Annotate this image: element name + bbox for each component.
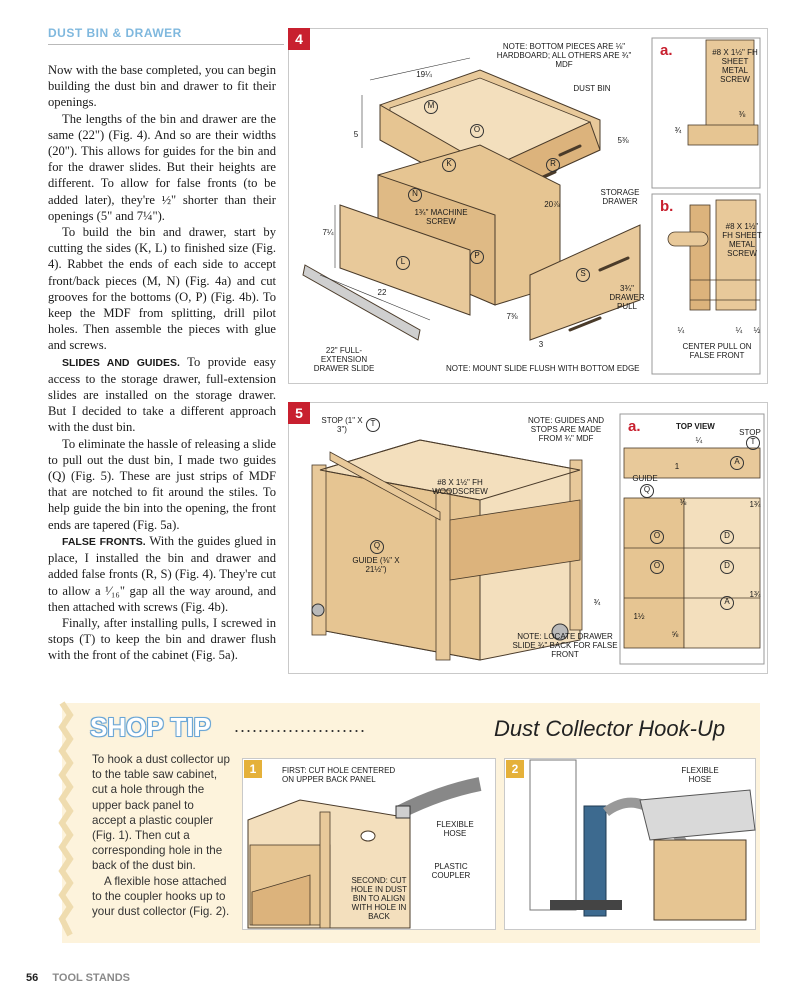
part-label: T bbox=[746, 436, 760, 450]
fig4-inset-b-note: CENTER PULL ON FALSE FRONT bbox=[682, 342, 752, 360]
dimension-label: 1¾ bbox=[749, 500, 761, 509]
fig5-note: NOTE: GUIDES AND STOPS ARE MADE FROM ¾" … bbox=[527, 416, 604, 443]
fig5-label-woodscrew: #8 x 1½" Fh WOODSCREW bbox=[432, 478, 488, 496]
fig4-inset-b-screw: #8 x 1½" Fh SHEET METAL SCREW bbox=[722, 222, 762, 258]
fig5-note-bottom: NOTE: LOCATE DRAWER SLIDE ¾" BACK FOR FA… bbox=[512, 632, 618, 659]
dimension-label: ⅜ bbox=[679, 498, 687, 507]
fig4-inset-b-dim2: ¼ bbox=[735, 326, 743, 335]
fig4-inset-a-letter: a. bbox=[660, 42, 673, 59]
page-number: 56 bbox=[26, 972, 39, 984]
part-label: L bbox=[396, 256, 410, 270]
section-name: TOOL STANDS bbox=[52, 972, 130, 984]
dimension-label: 1½ bbox=[633, 612, 645, 621]
fig4-label-pull: 3¾" DRAWER PULL bbox=[609, 284, 645, 311]
shop-fig-1-second-note: SECOND: CUT HOLE IN DUST BIN TO ALIGN WI… bbox=[350, 876, 407, 921]
fig4-label-screw: 1¾" MACHINE SCREW bbox=[414, 208, 468, 226]
fig4-inset-a-dim2: ¾ bbox=[674, 126, 682, 135]
article-body: Now with the base completed, you can beg… bbox=[48, 62, 276, 664]
fig5-inset-stop: STOP bbox=[739, 428, 761, 437]
fig4-label-slide: 22" FULL-EXTENSION DRAWER SLIDE bbox=[313, 346, 375, 373]
part-label: O bbox=[650, 560, 664, 574]
shop-tip-text: To hook a dust collector up to the table… bbox=[92, 752, 230, 919]
fig5-label-stop: STOP (1" x 3") bbox=[321, 416, 363, 434]
part-label: S bbox=[576, 268, 590, 282]
dimension-label: ⅝ bbox=[671, 630, 679, 639]
fig4-note-bottom: NOTE: MOUNT SLIDE FLUSH WITH BOTTOM EDGE bbox=[446, 364, 640, 373]
fig5-inset-a-letter: a. bbox=[628, 418, 641, 435]
fig4-dim-20-7-8: 20⅞ bbox=[544, 200, 560, 209]
paragraph: Finally, after installing pulls, I screw… bbox=[48, 615, 276, 663]
section-title: DUST BIN & DRAWER bbox=[48, 26, 182, 40]
fig4-note-top: NOTE: BOTTOM PIECES ARE ⅛" HARDBOARD; AL… bbox=[496, 42, 632, 69]
shop-fig-1-hose: FLEXIBLE HOSE bbox=[436, 820, 474, 838]
shop-tip-heading: SHOP TIP bbox=[90, 712, 211, 742]
part-label: Q bbox=[640, 484, 654, 498]
run-in-heading: SLIDES AND GUIDES. bbox=[62, 356, 180, 369]
paragraph: Now with the base completed, you can beg… bbox=[48, 63, 276, 110]
page-footer: 56 TOOL STANDS bbox=[26, 972, 130, 984]
fig4-dim-7-3-8: 7⅜ bbox=[506, 312, 518, 321]
paragraph: To build the bin and drawer, start by cu… bbox=[48, 225, 276, 353]
fig4-inset-a-dim1: ⅜ bbox=[738, 110, 746, 119]
fig4-dim-7-1-4: 7¼ bbox=[322, 228, 334, 237]
fig5-label-guide: GUIDE (⅜" x 21½") bbox=[352, 556, 400, 574]
paragraph-text: With the guides glued in place, I instal… bbox=[48, 533, 277, 614]
fig4-dim-top: 19¼ bbox=[416, 70, 432, 79]
fig4-dim-5-3-8: 5⅜ bbox=[617, 136, 629, 145]
paragraph: To hook a dust collector up to the table… bbox=[92, 753, 230, 873]
part-label: P bbox=[470, 250, 484, 264]
part-label: O bbox=[470, 124, 484, 138]
fig5-stop-letter: T bbox=[366, 418, 380, 432]
fig5-guide-letter: Q bbox=[370, 540, 384, 554]
paragraph-text: To provide easy access to the storage dr… bbox=[48, 354, 276, 435]
dimension-label: 1¾ bbox=[749, 590, 761, 599]
part-label: O bbox=[650, 530, 664, 544]
paragraph: FALSE FRONTS. With the guides glued in p… bbox=[48, 533, 276, 615]
fig5-inset-guide: GUIDE bbox=[632, 474, 658, 483]
shop-fig-1-coupler: PLASTIC COUPLER bbox=[431, 862, 471, 880]
fig4-dim-3: 3 bbox=[538, 340, 544, 349]
shop-fig-2-number: 2 bbox=[506, 760, 524, 778]
shop-fig-1-number: 1 bbox=[244, 760, 262, 778]
fig4-inset-b-dim1: ¼ bbox=[677, 326, 685, 335]
paragraph: To eliminate the hassle of releasing a s… bbox=[48, 436, 276, 532]
fig5-dim-3-4: ¾ bbox=[593, 598, 601, 607]
fig4-inset-b-dim3: ½ bbox=[753, 326, 761, 335]
title-divider bbox=[48, 44, 284, 45]
figure-4-number: 4 bbox=[288, 28, 310, 50]
fig4-dim-22: 22 bbox=[377, 288, 387, 297]
fig4-inset-b-letter: b. bbox=[660, 198, 674, 215]
shop-tip-leader-dots: ...................... bbox=[234, 716, 367, 736]
part-label: A bbox=[720, 596, 734, 610]
fig5-inset-top-view: TOP VIEW bbox=[676, 422, 715, 431]
part-label: D bbox=[720, 560, 734, 574]
fig4-label-dust-bin: DUST BIN bbox=[573, 84, 611, 93]
shop-fig-2-hose: FLEXIBLE HOSE bbox=[681, 766, 719, 784]
part-label: N bbox=[408, 188, 422, 202]
part-label: A bbox=[730, 456, 744, 470]
part-label: R bbox=[546, 158, 560, 172]
paragraph: A flexible hose attached to the coupler … bbox=[92, 874, 230, 919]
fig4-inset-a-screw: #8 x 1½" Fh SHEET METAL SCREW bbox=[712, 48, 758, 84]
part-label: K bbox=[442, 158, 456, 172]
run-in-heading: FALSE FRONTS. bbox=[62, 535, 146, 548]
shop-fig-1-first-note: FIRST: CUT HOLE CENTERED ON UPPER BACK P… bbox=[282, 766, 396, 784]
part-label: D bbox=[720, 530, 734, 544]
paragraph: The lengths of the bin and drawer are th… bbox=[48, 111, 276, 223]
figure-5-number: 5 bbox=[288, 402, 310, 424]
fig4-dim-5: 5 bbox=[353, 130, 359, 139]
fig4-label-storage-drawer: STORAGE DRAWER bbox=[600, 188, 640, 206]
dimension-label: 1 bbox=[674, 462, 680, 471]
shop-tip-title: Dust Collector Hook-Up bbox=[494, 716, 726, 741]
paragraph: SLIDES AND GUIDES. To provide easy acces… bbox=[48, 354, 276, 436]
part-label: M bbox=[424, 100, 438, 114]
dimension-label: ¼ bbox=[695, 436, 703, 445]
